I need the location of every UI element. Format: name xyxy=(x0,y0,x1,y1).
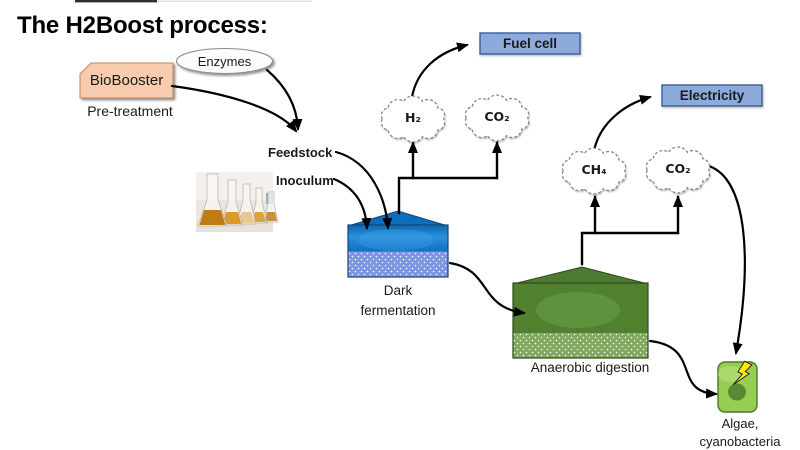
arrow-feedstock-to-tank xyxy=(334,150,393,230)
pretreatment-caption: Pre-treatment xyxy=(87,103,173,119)
page-title: The H2Boost process: xyxy=(17,12,268,39)
screenshot-edge-artifact xyxy=(75,0,312,3)
algae-line1: Algae, xyxy=(721,416,759,431)
biobooster-label: BioBooster xyxy=(89,72,164,89)
algae-line2: cyanobacteria xyxy=(699,433,781,449)
dark-fermentation-tank xyxy=(347,210,449,278)
co2-right-label: CO₂ xyxy=(665,161,691,176)
arrow-darkferm-to-anaerobic xyxy=(448,261,526,317)
fuel-cell-label: Fuel cell xyxy=(502,36,558,51)
dark-fermentation-line1: Dark xyxy=(383,283,413,298)
co2-left-label: CO₂ xyxy=(484,109,510,124)
feedstock-label: Feedstock xyxy=(268,145,333,160)
lightning-bolt-icon xyxy=(732,360,753,386)
electricity-label: Electricity xyxy=(679,88,745,103)
arrow-h2-to-fuel-cell xyxy=(410,42,469,99)
electricity-box xyxy=(661,84,763,107)
arrow-inoculum-to-tank xyxy=(332,177,372,230)
h2-label: H₂ xyxy=(405,110,421,125)
algae-label: Algae, cyanobacteria xyxy=(690,415,790,450)
fuel-cell-box xyxy=(479,32,581,55)
ch4-label: CH₄ xyxy=(581,162,607,177)
arrow-biobooster-to-feedstock xyxy=(170,84,298,133)
arrow-ch4-to-electricity xyxy=(592,94,652,153)
arrow-enzymes-to-feedstock xyxy=(265,68,303,131)
arrow-co2-to-algae xyxy=(707,164,746,355)
pipe-darkferm-gases xyxy=(397,176,499,215)
dark-fermentation-line2: fermentation xyxy=(360,303,436,319)
enzymes-ellipse xyxy=(175,47,274,75)
inoculum-label: Inoculum xyxy=(276,173,334,188)
pipe-anaerobic-gases xyxy=(580,231,680,266)
algae-cell xyxy=(717,360,758,413)
dark-fermentation-label: Dark fermentation xyxy=(338,281,458,322)
enzymes-label: Enzymes xyxy=(197,53,252,69)
biobooster-box xyxy=(79,62,174,99)
inoculum-flasks-photo xyxy=(196,172,279,232)
anaerobic-digestion-label: Anaerobic digestion xyxy=(530,360,650,375)
flow-arrows xyxy=(170,42,746,399)
anaerobic-digestion-tank xyxy=(512,266,649,359)
arrow-anaerobic-to-algae xyxy=(648,339,718,399)
